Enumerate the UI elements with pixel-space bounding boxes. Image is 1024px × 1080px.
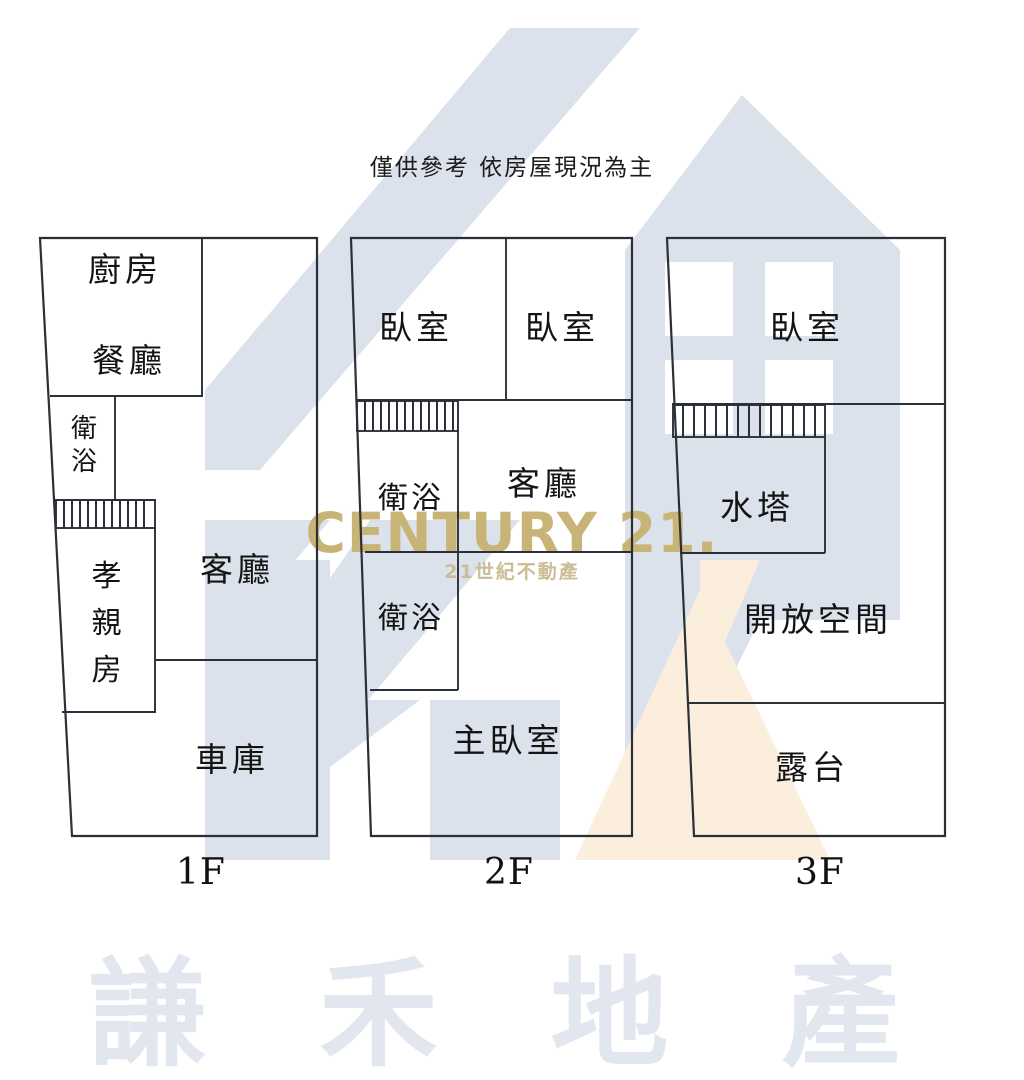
room-label-2F-master-bedroom: 主臥室 [453,721,564,760]
room-label-1F-kitchen: 廚房 [88,250,162,289]
floor-plan-1F: 廚房 餐廳 衛 浴 孝 親 房 客廳 車庫 [38,236,319,838]
watermark-peach-wedge [575,560,830,860]
room-label-3F-open-space: 開放空間 [744,600,892,639]
room-label-1F-dining: 餐廳 [92,341,166,380]
staircase-3F [682,405,816,437]
room-label-1F-bathroom-line1: 衛 [71,414,99,444]
room-label-1F-parents-line2: 親 [92,606,125,641]
floor-caption-2F: 2F [484,852,534,893]
room-label-3F-bedroom: 臥室 [770,308,844,347]
room-label-2F-living: 客廳 [507,464,581,503]
room-label-1F-parents-line1: 孝 [92,559,125,594]
room-label-1F-garage: 車庫 [195,740,269,779]
room-label-1F-living: 客廳 [200,550,274,589]
floor-plan-2F: 臥室 臥室 衛浴 衛浴 客廳 主臥室 [349,236,634,838]
room-label-1F-parents-line3: 房 [92,653,125,688]
room-label-2F-bedroom-1: 臥室 [379,308,453,347]
agency-watermark-text: 謙 禾 地 產 [88,945,935,1080]
disclaimer-note: 僅供參考 依房屋現況為主 [369,155,655,181]
room-label-1F-bathroom-line2: 浴 [71,447,99,477]
room-label-2F-bathroom-1: 衛浴 [378,481,444,516]
floor-caption-3F: 3F [795,852,845,893]
watermark-house-body [625,95,900,620]
staircase-1F [63,500,145,528]
room-label-2F-bedroom-2: 臥室 [525,308,599,347]
room-label-3F-terrace: 露台 [775,748,849,787]
room-label-3F-water-tower: 水塔 [720,488,794,527]
floor-plan-3F: 臥室 水塔 開放空間 露台 [665,236,947,838]
staircase-2F [364,401,454,431]
room-label-2F-bathroom-2: 衛浴 [378,601,444,636]
floor-caption-1F: 1F [176,852,226,893]
